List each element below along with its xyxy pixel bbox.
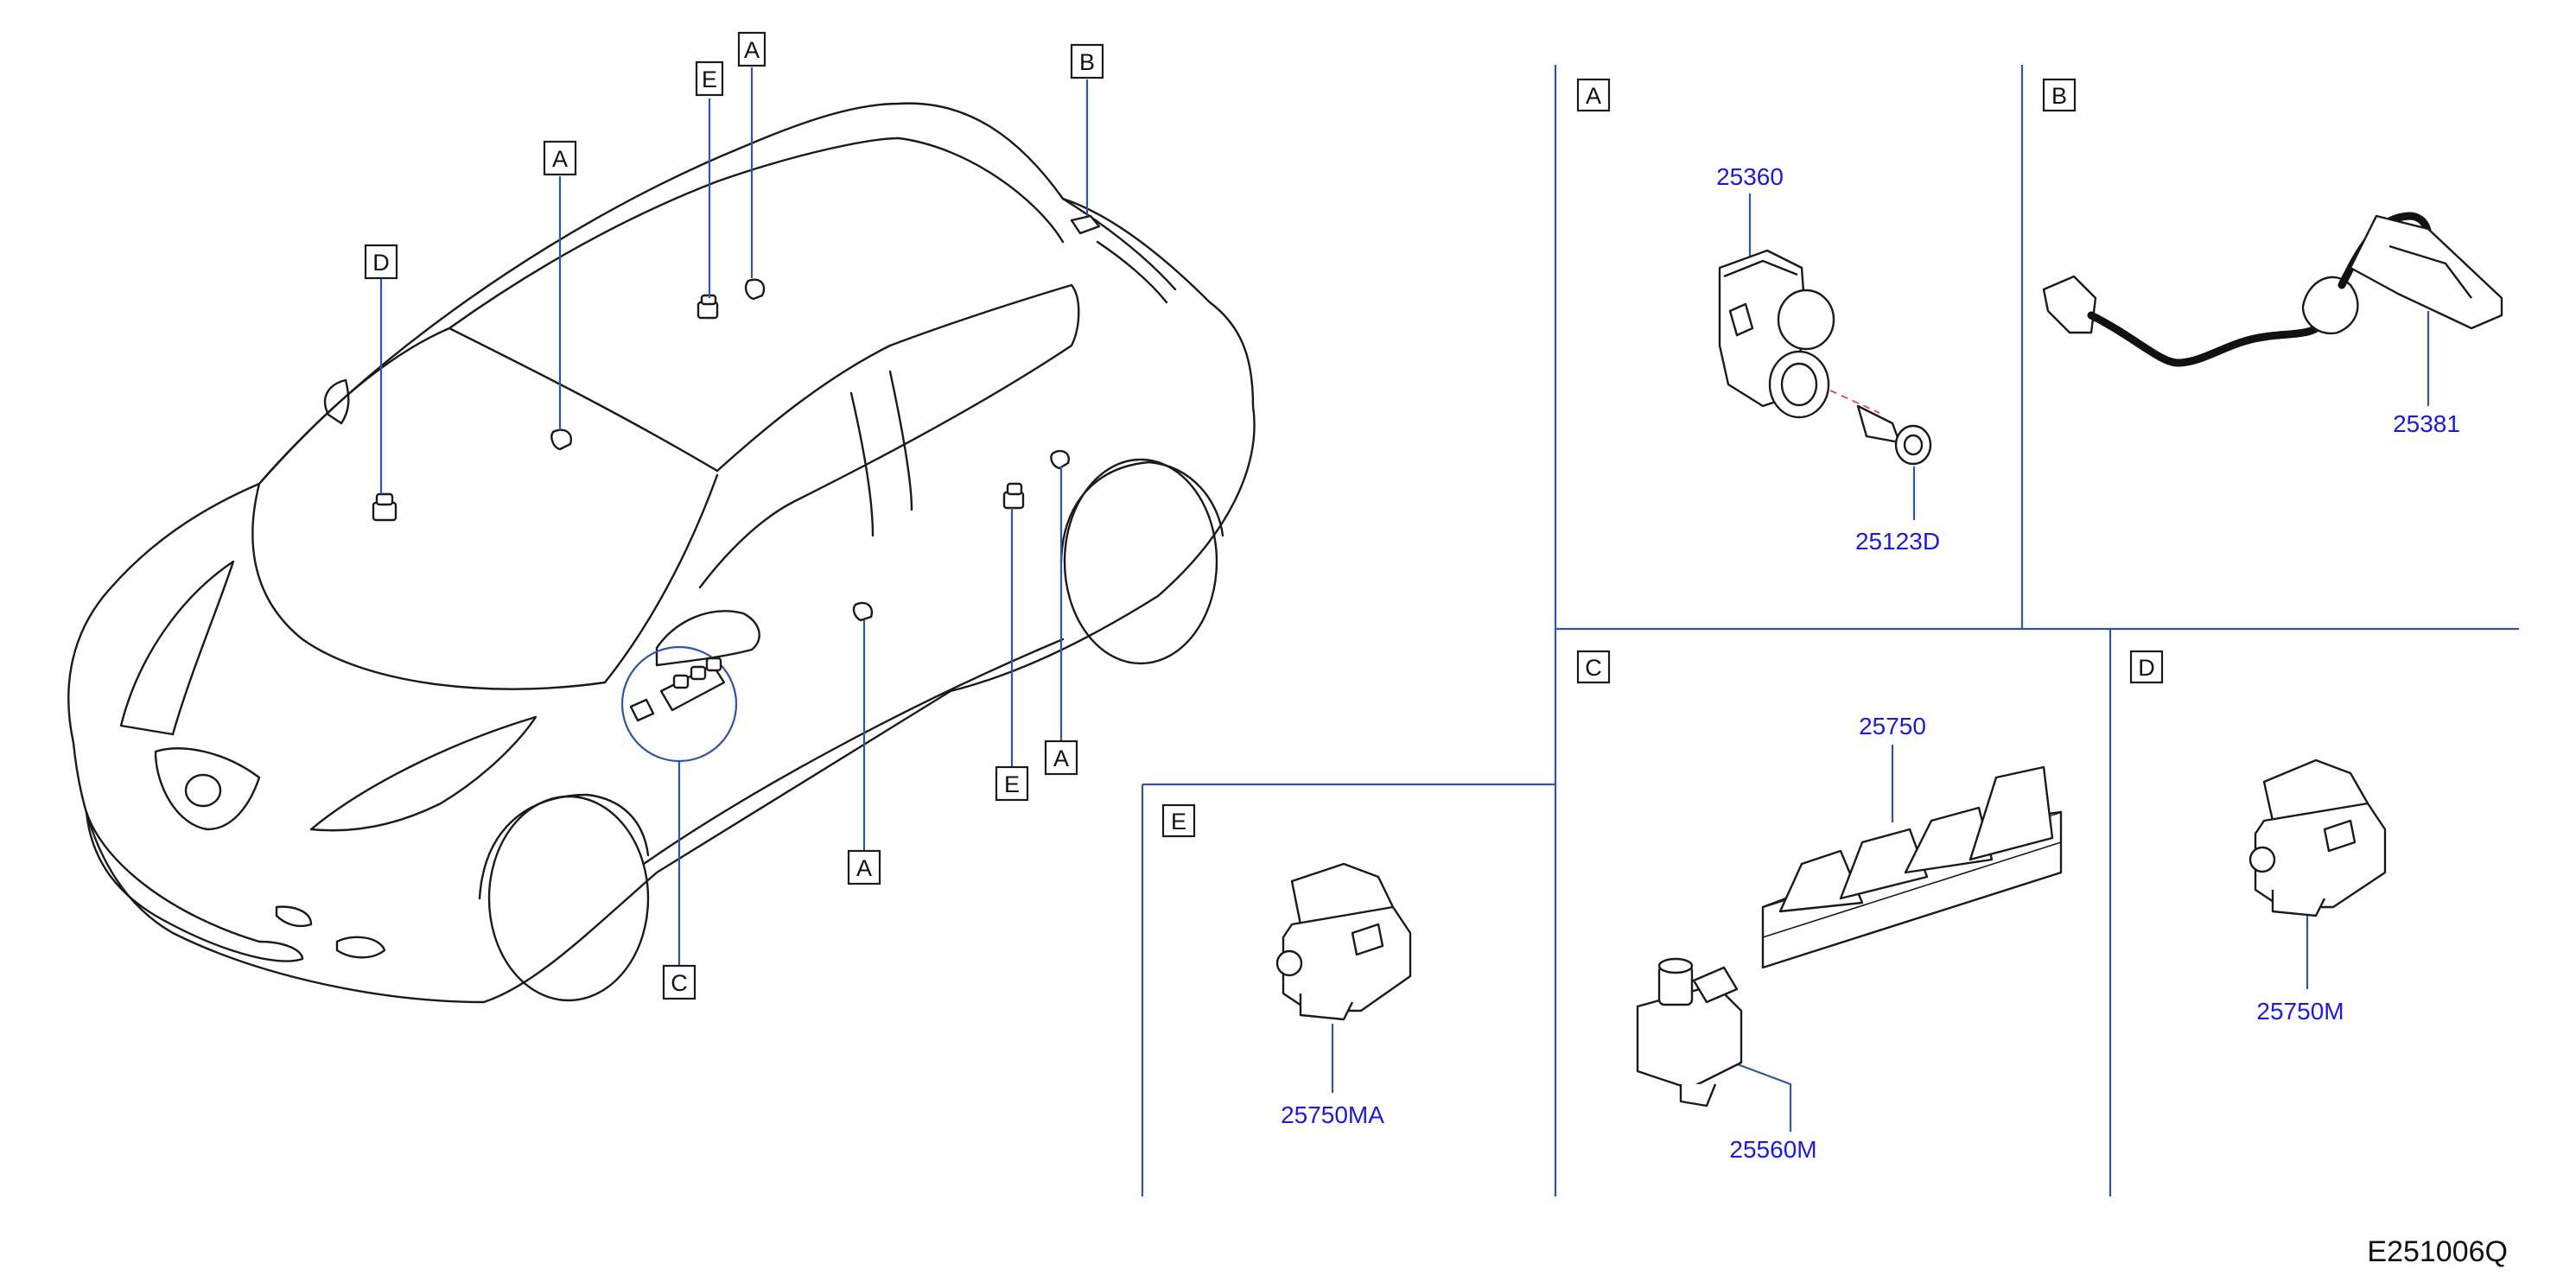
part-25750-drawing bbox=[1761, 765, 2063, 969]
switch-icon-e-lower bbox=[1002, 482, 1025, 510]
callout-e-top: E bbox=[695, 60, 724, 97]
part-number-25750m: 25750M bbox=[2256, 998, 2344, 1025]
switch-icon-b-rear bbox=[1070, 214, 1101, 235]
part-number-25750: 25750 bbox=[1859, 713, 1926, 739]
diagram-code: E251006Q bbox=[2367, 1235, 2508, 1268]
svg-text:A: A bbox=[856, 855, 872, 881]
callout-a-top: A bbox=[737, 31, 766, 67]
svg-text:A: A bbox=[552, 146, 568, 172]
svg-text:A: A bbox=[1053, 746, 1069, 771]
callout-a-lower: A bbox=[847, 849, 881, 885]
svg-text:A: A bbox=[1586, 83, 1601, 109]
part-25750m-drawing bbox=[2248, 758, 2387, 917]
part-25750ma-drawing bbox=[1275, 862, 1412, 1021]
callout-e-lower: E bbox=[995, 765, 1029, 802]
part-number-25123d: 25123D bbox=[1855, 528, 1940, 555]
svg-text:E: E bbox=[1004, 771, 1020, 797]
door-switch-cluster bbox=[620, 645, 738, 763]
callout-b-rear: B bbox=[1070, 43, 1104, 79]
switch-icon-a-top bbox=[744, 278, 766, 301]
panel-frames bbox=[1141, 65, 2519, 1196]
panel-c: C 25750 25560M bbox=[1576, 650, 2063, 1163]
panel-c-tag: C bbox=[1576, 650, 1611, 684]
panel-e: E 25750MA bbox=[1161, 803, 1412, 1128]
callout-a-windshield: A bbox=[543, 140, 577, 176]
panel-d-tag: D bbox=[2129, 650, 2164, 684]
part-25360-drawing bbox=[1718, 249, 1932, 466]
switch-icon-a-windshield bbox=[550, 428, 572, 451]
panel-b: B 25381 bbox=[2042, 78, 2503, 437]
callout-c-door: C bbox=[662, 964, 696, 1000]
part-25560m-drawing bbox=[1636, 957, 1743, 1107]
svg-text:E: E bbox=[1171, 809, 1186, 835]
part-number-25381: 25381 bbox=[2393, 410, 2460, 437]
panel-d: D 25750M bbox=[2129, 650, 2387, 1025]
panel-a: A 25360 25123D bbox=[1576, 78, 1940, 555]
car-leader-lines bbox=[379, 67, 1089, 974]
switch-icon-a-lower bbox=[852, 601, 874, 622]
svg-text:C: C bbox=[671, 970, 688, 996]
panel-b-tag: B bbox=[2042, 78, 2077, 112]
svg-text:E: E bbox=[702, 67, 717, 92]
switch-icon-a-rear-lower bbox=[1050, 449, 1070, 470]
svg-text:A: A bbox=[744, 37, 760, 63]
svg-text:C: C bbox=[1585, 655, 1602, 681]
callout-a-rear-lower: A bbox=[1044, 739, 1078, 776]
switch-icon-e-top bbox=[696, 294, 719, 320]
svg-text:B: B bbox=[2051, 83, 2067, 109]
car-mounted-parts bbox=[372, 214, 1101, 763]
svg-text:B: B bbox=[1079, 49, 1095, 75]
part-25381-drawing bbox=[2042, 212, 2503, 367]
svg-text:D: D bbox=[372, 250, 390, 276]
part-number-25750ma: 25750MA bbox=[1281, 1101, 1384, 1128]
svg-text:D: D bbox=[2138, 655, 2155, 681]
car-illustration bbox=[67, 102, 1256, 1004]
panel-a-tag: A bbox=[1576, 78, 1611, 112]
panel-e-tag: E bbox=[1161, 803, 1196, 838]
part-number-25360: 25360 bbox=[1716, 163, 1784, 190]
callout-d-left: D bbox=[364, 244, 398, 280]
car-callout-tags: E A B A D C A E bbox=[364, 31, 1104, 1000]
part-number-25560m: 25560M bbox=[1729, 1136, 1816, 1163]
switch-icon-d-left bbox=[372, 492, 398, 522]
